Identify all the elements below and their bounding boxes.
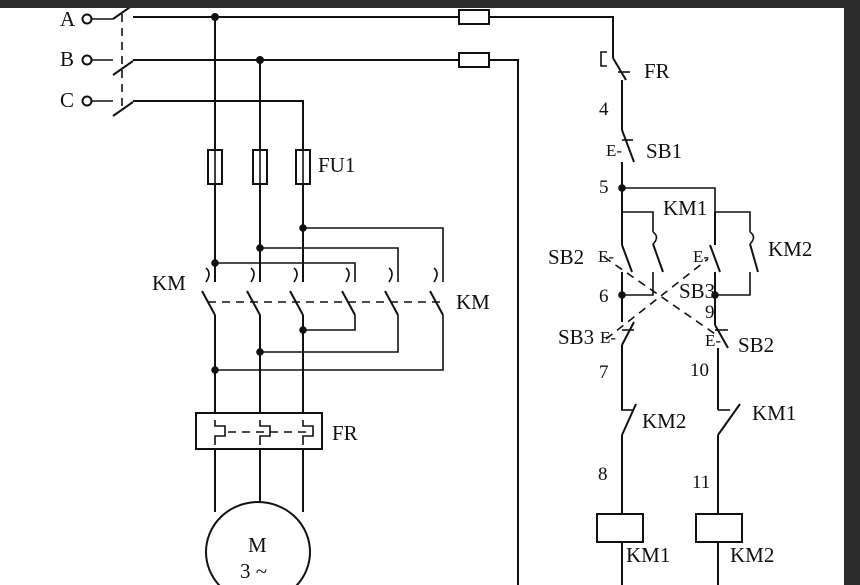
sb2-right-label: SB2 (738, 333, 774, 357)
km1-coil-label: KM1 (626, 543, 670, 567)
phase-terminals: A B C (60, 8, 113, 112)
km2-coil: KM2 (695, 513, 774, 585)
phase-c-terminal (81, 95, 93, 107)
sb2-right-push-mark: E- (705, 331, 721, 350)
km1-hold-label: KM1 (663, 196, 707, 220)
node-9: 9 (705, 302, 715, 323)
km2-coil-label: KM2 (730, 543, 774, 567)
node-6: 6 (599, 286, 609, 307)
km-right-label: KM (456, 290, 490, 314)
fr-contact-label: FR (644, 59, 670, 83)
three-phase-motor: M 3 ~ (205, 501, 311, 585)
phase-b-label: B (60, 47, 74, 71)
motor-letter: M (248, 533, 267, 557)
phase-c-label: C (60, 88, 74, 112)
node-11: 11 (692, 472, 710, 493)
node-5: 5 (599, 177, 609, 198)
sb2-left-label: SB2 (548, 245, 584, 269)
sb3-right-label: SB3 (679, 279, 715, 303)
sb3-left-label: SB3 (558, 325, 594, 349)
km1-interlock-label: KM1 (752, 401, 796, 425)
sb3-right-push-mark: E- (693, 247, 709, 266)
motor-phase-label: 3 ~ (240, 559, 267, 583)
phase-a-label: A (60, 8, 76, 31)
km1-main-contacts: KM (152, 267, 304, 316)
km2-main-contacts: KM (341, 267, 490, 316)
km1-coil: KM1 (596, 513, 670, 585)
sb1-stop-button: E- SB1 (606, 129, 682, 212)
main-fuses: FU1 (207, 149, 355, 185)
control-fuse-b (458, 52, 490, 68)
phase-b-terminal (81, 54, 93, 66)
node-4: 4 (599, 99, 609, 120)
sb1-label: SB1 (646, 139, 682, 163)
control-fuse-a (458, 9, 490, 25)
fr-overload-label: FR (332, 421, 358, 445)
node-7: 7 (599, 362, 609, 383)
node-10: 10 (690, 360, 709, 381)
phase-a-terminal (81, 13, 93, 25)
thermal-overload-relay: FR (195, 412, 358, 450)
km-left-label: KM (152, 271, 186, 295)
power-circuit: A B C (60, 8, 614, 585)
sb1-push-mark: E- (606, 141, 622, 160)
sb3-left-push-mark: E- (600, 328, 616, 347)
km2-hold-label: KM2 (768, 237, 812, 261)
main-isolator-switch (112, 8, 134, 117)
fr-nc-contact: FR (600, 45, 670, 130)
reversing-motor-circuit-diagram: A B C (60, 8, 812, 585)
sb2-left-push-mark: E- (598, 247, 614, 266)
control-circuit: FR 4 E- SB1 5 E- SB2 KM1 6 E (548, 45, 812, 585)
diagram-canvas: A B C (0, 8, 844, 585)
km2-interlock-label: KM2 (642, 409, 686, 433)
fu1-label: FU1 (318, 153, 355, 177)
node-8: 8 (598, 464, 608, 485)
